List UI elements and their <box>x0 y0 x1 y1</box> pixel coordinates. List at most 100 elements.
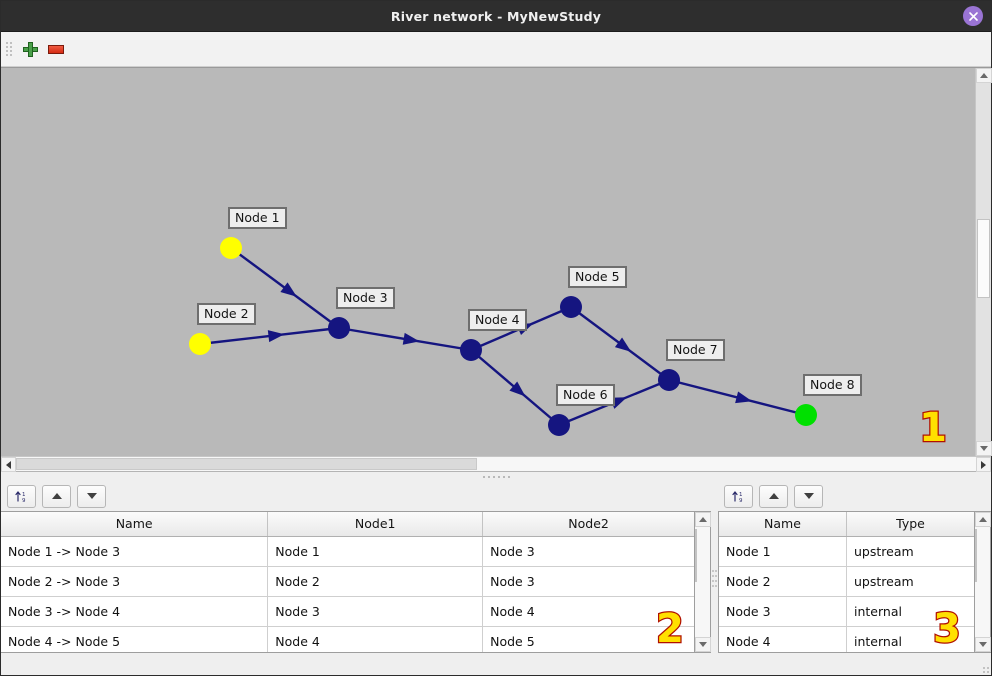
nodes-table-cell[interactable]: internal <box>846 596 974 627</box>
graph-node[interactable] <box>220 237 242 259</box>
vertical-splitter[interactable] <box>711 481 718 675</box>
graph-node-label[interactable]: Node 2 <box>197 303 256 325</box>
links-table-cell[interactable]: Node 4 <box>482 596 694 627</box>
graph-node-label[interactable]: Node 4 <box>468 309 527 331</box>
links-vscroll-thumb[interactable] <box>695 529 697 582</box>
graph-horizontal-scrollbar[interactable] <box>1 456 991 472</box>
plus-icon <box>22 41 38 57</box>
arrow-up-icon <box>699 517 707 522</box>
graph-hscroll-thumb[interactable] <box>16 458 477 470</box>
graph-node-label[interactable]: Node 5 <box>568 266 627 288</box>
graph-node[interactable] <box>189 333 211 355</box>
links-table-cell[interactable]: Node 2 <box>267 566 484 597</box>
remove-node-button[interactable] <box>43 36 69 62</box>
nodes-vscroll-track[interactable] <box>975 527 990 637</box>
graph-node-label[interactable]: Node 3 <box>336 287 395 309</box>
arrow-down-icon <box>86 493 97 499</box>
graph-node[interactable] <box>328 317 350 339</box>
nodes-table-cell[interactable]: Node 2 <box>719 566 847 597</box>
arrow-up-icon <box>768 493 779 499</box>
links-vscroll-track[interactable] <box>695 527 710 637</box>
graph-node-label[interactable]: Node 8 <box>803 374 862 396</box>
graph-node[interactable] <box>795 404 817 426</box>
graph-scroll-up-button[interactable] <box>976 68 992 83</box>
links-table-cell[interactable]: Node 5 <box>482 626 694 652</box>
add-node-button[interactable] <box>17 36 43 62</box>
graph-node-label[interactable]: Node 6 <box>556 384 615 406</box>
links-table-cell[interactable]: Node 3 <box>267 596 484 627</box>
graph-vscroll-track[interactable] <box>976 83 991 441</box>
drag-grip-icon[interactable] <box>5 38 13 60</box>
graph-node[interactable] <box>548 414 570 436</box>
links-sort-button[interactable]: 1 9 <box>7 484 36 508</box>
graph-vertical-scrollbar[interactable] <box>975 68 992 456</box>
nodes-vscroll-thumb[interactable] <box>975 529 977 582</box>
links-scroll-down-button[interactable] <box>695 637 711 652</box>
nodes-table-column-header[interactable]: Name <box>719 512 847 537</box>
links-table-cell[interactable]: Node 3 <box>482 566 694 597</box>
nodes-table-cell[interactable]: Node 3 <box>719 596 847 627</box>
nodes-table-cell[interactable]: upstream <box>846 566 974 597</box>
graph-node[interactable] <box>658 369 680 391</box>
network-edges <box>189 237 817 436</box>
links-table-column-header[interactable]: Name <box>1 512 269 537</box>
nodes-table-cell[interactable]: Node 4 <box>719 626 847 652</box>
nodes-move-up-button[interactable] <box>759 484 788 508</box>
nodes-table-column-header[interactable]: Type <box>846 512 974 537</box>
graph-node-label[interactable]: Node 1 <box>228 207 287 229</box>
links-table-cell[interactable]: Node 3 <box>482 536 694 567</box>
nodes-table-cell[interactable]: Node 1 <box>719 536 847 567</box>
links-table-cell[interactable]: Node 4 <box>267 626 484 652</box>
links-scroll-up-button[interactable] <box>695 512 711 527</box>
links-table-vertical-scrollbar[interactable] <box>695 511 711 653</box>
svg-text:9: 9 <box>22 498 26 504</box>
window-title: River network - MyNewStudy <box>390 8 602 24</box>
arrow-up-icon <box>979 517 987 522</box>
resize-grip-icon[interactable] <box>983 667 989 673</box>
links-move-up-button[interactable] <box>42 484 71 508</box>
graph-hscroll-track[interactable] <box>16 457 976 471</box>
nodes-move-down-button[interactable] <box>794 484 823 508</box>
nodes-sort-button[interactable]: 1 9 <box>724 484 753 508</box>
horizontal-splitter[interactable] <box>1 471 991 481</box>
graph-scroll-left-button[interactable] <box>1 457 16 472</box>
arrow-down-icon <box>699 642 707 647</box>
links-move-down-button[interactable] <box>77 484 106 508</box>
annotation-marker-1: 1 <box>918 405 948 451</box>
graph-node[interactable] <box>460 339 482 361</box>
nodes-scroll-up-button[interactable] <box>975 512 991 527</box>
graph-scroll-down-button[interactable] <box>976 441 992 456</box>
links-table-cell[interactable]: Node 1 <box>267 536 484 567</box>
graph-scroll-right-button[interactable] <box>976 457 991 472</box>
nodes-table-vertical-scrollbar[interactable] <box>975 511 991 653</box>
links-table-cell[interactable]: Node 1 -> Node 3 <box>1 536 269 567</box>
links-table-cell[interactable]: Node 3 -> Node 4 <box>1 596 269 627</box>
close-button[interactable] <box>963 6 983 26</box>
graph-node[interactable] <box>560 296 582 318</box>
nodes-table-cell[interactable]: internal <box>846 626 974 652</box>
nodes-scroll-down-button[interactable] <box>975 637 991 652</box>
graph-node-label[interactable]: Node 7 <box>666 339 725 361</box>
nodes-table-cell[interactable]: upstream <box>846 536 974 567</box>
network-diagram-canvas[interactable]: Node 1 Node 2 Node 3 Node 4 Node 5 Node 6 Node… <box>1 68 975 456</box>
links-table-cell[interactable]: Node 2 -> Node 3 <box>1 566 269 597</box>
links-table-cell[interactable]: Node 4 -> Node 5 <box>1 626 269 652</box>
graph-vscroll-thumb[interactable] <box>977 219 990 298</box>
links-table-column-header[interactable]: Node1 <box>267 512 484 537</box>
links-table-column-header[interactable]: Node2 <box>482 512 694 537</box>
graph-panel: Node 1 Node 2 Node 3 Node 4 Node 5 Node 6 Node… <box>1 67 992 472</box>
